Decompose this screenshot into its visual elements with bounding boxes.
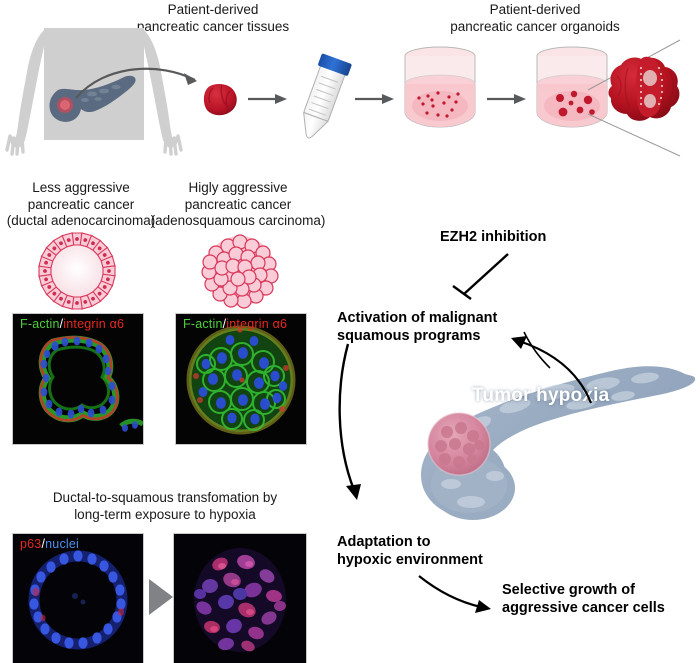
label-f-actin-left: F-actin xyxy=(20,317,60,331)
hypoxia-leader-line xyxy=(523,331,551,369)
label-sep-left: / xyxy=(59,317,64,331)
workflow-diagram xyxy=(5,28,681,157)
micrograph-label-factin-right: F-actin/integrin α6 xyxy=(183,317,287,331)
inhibition-arrow-ezh2 xyxy=(452,253,509,300)
micrograph-label-p63: p63/nuclei xyxy=(20,537,79,551)
arrow-tube-to-dish1 xyxy=(355,94,394,104)
arrow-tissue-to-tube xyxy=(248,94,287,104)
label-sep-right: / xyxy=(222,317,227,331)
title-top-right: Patient-derived pancreatic cancer organo… xyxy=(450,2,620,34)
conical-tube xyxy=(303,53,352,139)
micrograph-label-factin-left: F-actin/integrin α6 xyxy=(20,317,124,331)
label-sep-p63: / xyxy=(41,537,46,551)
micrograph-p63-normoxia: p63/nuclei xyxy=(12,533,144,663)
organoid-schematics xyxy=(38,232,279,310)
culture-dish-seeded xyxy=(404,46,476,128)
transition-arrow-triangle xyxy=(149,579,173,615)
arrow-squamous-to-adaptation xyxy=(338,343,361,500)
micrograph-ductal-factin: F-actin/integrin α6 xyxy=(12,313,144,445)
arrow-adaptation-to-growth xyxy=(418,575,491,613)
squamous-organoid-schematic xyxy=(201,234,279,309)
label-tumor-hypoxia: Tumor hypoxia xyxy=(472,385,610,406)
micrograph-squamous-factin: F-actin/integrin α6 xyxy=(175,313,307,445)
title-top-left: Patient-derived pancreatic cancer tissue… xyxy=(136,2,290,34)
pancreas-hypoxia-illustration xyxy=(421,366,696,520)
label-activation-squamous: Activation of malignant squamous program… xyxy=(337,310,498,344)
label-nuclei: nuclei xyxy=(45,537,80,551)
arrow-hypoxia-to-squamous xyxy=(511,336,593,404)
magnified-organoid xyxy=(608,56,680,121)
micrograph-p63-hypoxia xyxy=(173,533,307,663)
pancreas-in-body xyxy=(49,75,136,122)
label-integrin-left: integrin α6 xyxy=(63,317,125,331)
ductal-organoid-schematic xyxy=(38,232,116,310)
label-adaptation-hypoxic: Adaptation to hypoxic environment xyxy=(337,534,483,568)
label-integrin-right: integrin α6 xyxy=(226,317,288,331)
label-f-actin-right: F-actin xyxy=(183,317,223,331)
caption-ductal-to-squamous: Ductal-to-squamous transfomation by long… xyxy=(52,490,278,522)
culture-dish-organoids xyxy=(536,46,608,128)
caption-less-aggressive: Less aggressive pancreatic cancer (ducta… xyxy=(6,180,156,228)
caption-highly-aggressive: Higly aggressive pancreatic cancer (aden… xyxy=(150,180,326,228)
label-selective-growth: Selective growth of aggressive cancer ce… xyxy=(502,582,665,616)
arrow-dish1-to-dish2 xyxy=(487,94,526,104)
label-ezh2-inhibition: EZH2 inhibition xyxy=(440,229,547,245)
body-to-tissue-arrow xyxy=(75,67,197,99)
label-p63: p63 xyxy=(20,537,42,551)
excised-tumor-tissue xyxy=(203,83,237,116)
